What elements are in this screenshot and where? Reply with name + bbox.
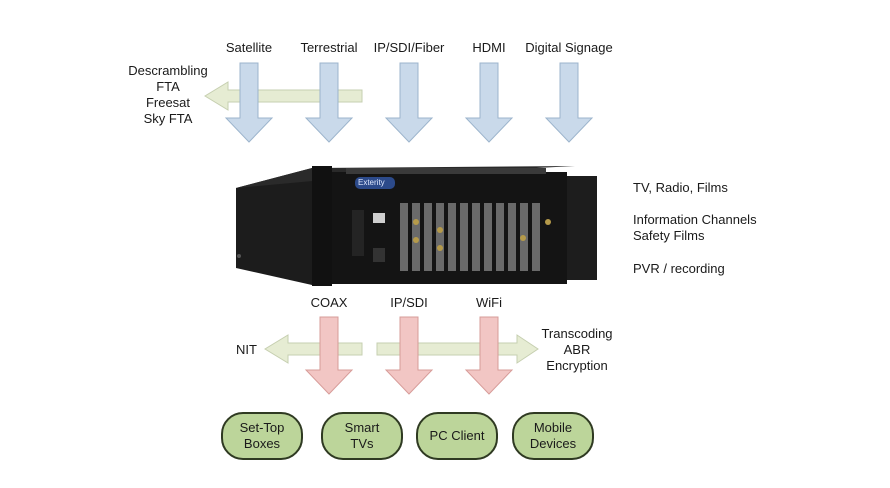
client-smart-tvs: Smart TVs <box>321 412 403 460</box>
input-label-digital-signage: Digital Signage <box>525 40 613 55</box>
input-label-terrestrial: Terrestrial <box>300 40 358 55</box>
input-arrow-ip <box>384 62 434 143</box>
output-arrow-wifi <box>464 316 514 395</box>
brand-logo <box>355 177 395 189</box>
input-label-satellite: Satellite <box>225 40 273 55</box>
service-pvr-recording: PVR / recording <box>633 261 725 276</box>
input-arrow-hdmi <box>464 62 514 143</box>
output-label-coax: COAX <box>310 295 348 310</box>
client-set-top-boxes: Set-Top Boxes <box>221 412 303 460</box>
input-arrow-terrestrial <box>304 62 354 143</box>
nit-arrow <box>264 334 363 364</box>
output-label-ip-sdi: IP/SDI <box>390 295 428 310</box>
output-arrows <box>304 316 514 395</box>
input-arrow-satellite <box>224 62 274 143</box>
transcoding-label: Transcoding ABR Encryption <box>541 326 613 373</box>
descrambling-label: Descrambling FTA Freesat Sky FTA <box>128 63 208 126</box>
nit-label: NIT <box>236 342 257 357</box>
input-arrow-signage <box>544 62 594 143</box>
input-label-hdmi: HDMI <box>472 40 506 55</box>
headend-device <box>236 166 597 286</box>
client-mobile-devices: Mobile Devices <box>512 412 594 460</box>
service-information-channels: Information Channels Safety Films <box>633 212 757 243</box>
output-arrow-ipsdi <box>384 316 434 395</box>
client-pc-client: PC Client <box>416 412 498 460</box>
input-arrows <box>224 62 594 143</box>
input-label-ip-sdi-fiber: IP/SDI/Fiber <box>373 40 445 55</box>
output-label-wifi: WiFi <box>476 295 502 310</box>
output-arrow-coax <box>304 316 354 395</box>
descrambling-arrow <box>204 81 363 111</box>
service-tv-radio-films: TV, Radio, Films <box>633 180 728 195</box>
device-brand: Exterity <box>358 178 385 187</box>
